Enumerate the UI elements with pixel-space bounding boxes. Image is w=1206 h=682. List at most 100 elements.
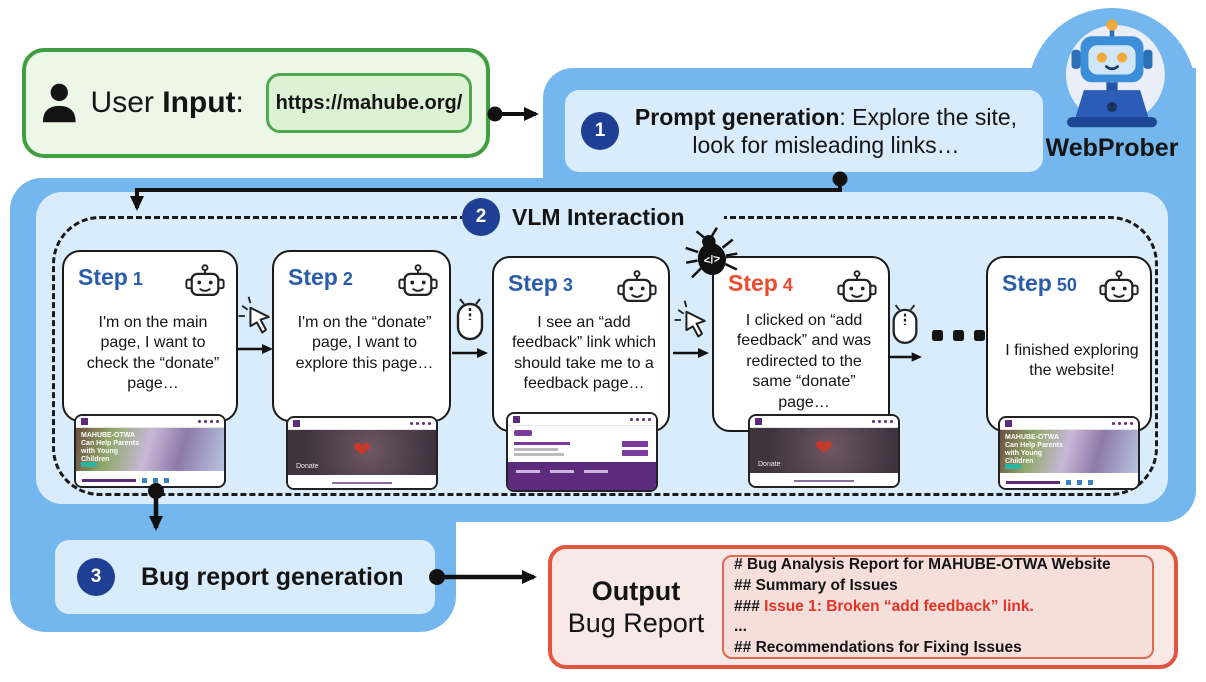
purple-footer [508,462,656,490]
report-line: ## Recommendations for Fixing Issues [734,639,1022,657]
site-logo [513,416,520,423]
purple-button [622,441,648,447]
connector-scroll-2 [452,296,488,359]
nav-dots [1112,422,1133,425]
scroll-mouse-icon [892,304,918,345]
hero-headline: MAHUBE-OTWA Can Help Parents with Young … [1005,434,1063,466]
connector-click-3 [672,298,710,359]
hero-button [81,462,97,467]
prompt-generation-box: 1 Prompt generation: Explore the site, l… [565,90,1043,172]
step-badge-1: 1 [581,112,619,150]
report-line: ... [734,618,747,636]
site-logo [293,420,300,427]
screenshot-main-page-final: MAHUBE-OTWA Can Help Parents with Young … [998,416,1140,490]
purple-button [622,450,648,456]
connector-click-1 [236,294,274,355]
right-arrow-icon [452,348,488,358]
ellipsis-dots [932,330,985,341]
step-word: Step [1002,270,1052,296]
robot-laptop-icon [1065,19,1165,128]
step-badge-2: 2 [462,198,500,236]
hero-image: ❤ Donate [750,428,898,473]
nav-dots [410,422,431,425]
scroll-mouse-icon [456,298,484,341]
cursor-click-icon [674,300,706,338]
step-1-text: I'm on the main page, I want to check th… [86,314,220,393]
step-2-text: I'm on the “donate” page, I want to expl… [295,314,434,372]
hero-headline: MAHUBE-OTWA Can Help Parents with Young … [81,432,139,464]
heart-icon: ❤ [814,435,834,461]
colon: : [235,86,244,119]
step-number: 3 [562,275,573,295]
report-line: # Bug Analysis Report for MAHUBE-OTWA We… [734,555,1111,573]
step-word: Step [78,264,128,290]
step-3-text: I see an “add feedback” link which shoul… [511,314,657,393]
page-body [508,426,656,462]
user-word: User [90,86,154,119]
step-badge-3: 3 [77,558,115,596]
site-logo [755,418,762,425]
screenshot-donate-page: ❤Donate [286,416,438,490]
person-icon [42,83,76,123]
cursor-click-icon [238,296,270,334]
output-label: Output Bug Report [552,575,720,640]
prompt-generation-description: : Explore the site, look for misleading … [692,103,1018,158]
hero-image: ❤Donate [288,430,436,475]
screenshot-feedback-page [506,412,658,492]
right-arrow-icon [673,348,709,358]
user-input-label: User Input: [91,86,244,120]
prompt-generation-title: Prompt generation [634,103,840,130]
svg-text:</>: </> [703,253,722,268]
prompt-generation-text: Prompt generation: Explore the site, loo… [627,103,1025,159]
robot-outline-icon [837,270,877,303]
output-subtitle: Bug Report [567,608,705,638]
page-footer [76,471,224,486]
bug-report-generation-box: 3 Bug report generation [55,540,435,614]
nav-dots [872,420,893,423]
right-arrow-icon [237,344,273,354]
output-title: Output [591,575,681,606]
donate-label: Donate [758,461,781,468]
robot-outline-icon [1099,270,1139,303]
hero-image: MAHUBE-OTWA Can Help Parents with Young … [76,428,224,471]
page-footer [750,473,898,486]
step-number: 4 [782,275,793,295]
browser-bar [76,416,224,428]
report-line-issue: ### Issue 1: Broken “add feedback” link. [734,597,1034,615]
browser-bar [1000,418,1138,430]
hero-image: MAHUBE-OTWA Can Help Parents with Young … [1000,430,1138,473]
bug-code-icon: </> [685,227,738,279]
step-number: 2 [342,269,353,289]
browser-bar [288,418,436,430]
step-word: Step [288,264,338,290]
browser-bar [508,414,656,426]
bug-report-generation-title: Bug report generation [141,562,404,591]
right-arrow-icon [888,352,922,362]
vlm-interaction-title: VLM Interaction [512,203,685,230]
robot-outline-icon [617,270,657,303]
report-line: ## Summary of Issues [734,576,898,594]
nav-dots [198,420,219,423]
heart-icon: ❤ [352,437,372,463]
user-input-box: User Input: https://mahube.org/ [22,48,490,158]
webprober-label: WebProber [1045,134,1179,162]
robot-outline-icon [185,264,225,297]
step-word: Step [728,270,778,296]
browser-bar [750,416,898,428]
screenshot-main-page: MAHUBE-OTWA Can Help Parents with Young … [74,414,226,488]
screenshot-donate-page-again: ❤ Donate [748,414,900,488]
